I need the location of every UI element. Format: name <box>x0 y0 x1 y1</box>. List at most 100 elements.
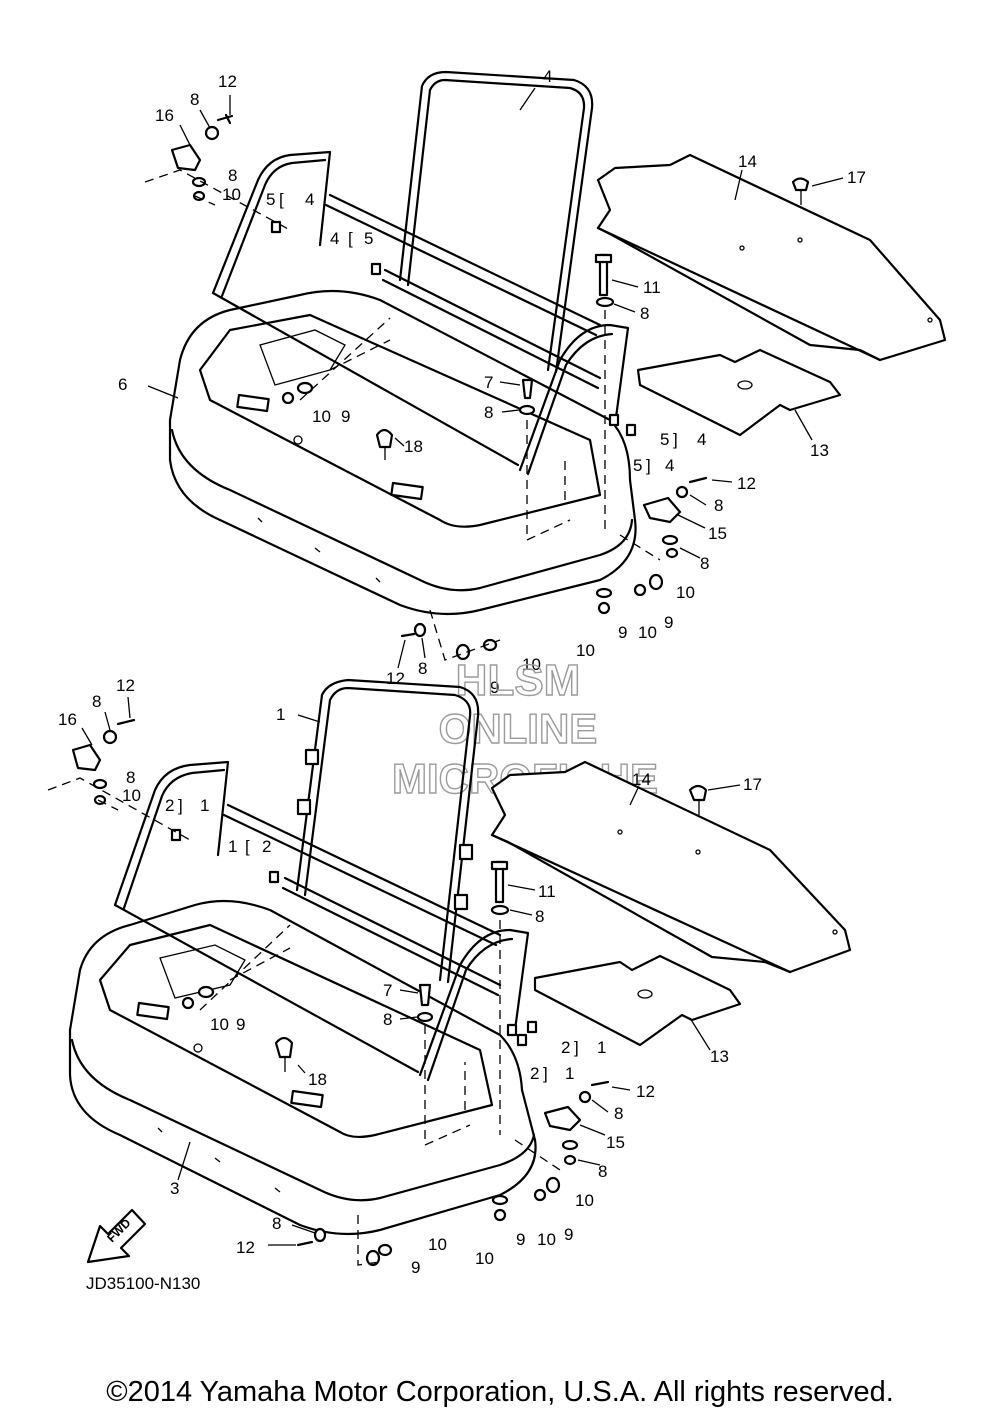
bracket: ] <box>673 430 678 449</box>
callout-10: 10 <box>522 655 541 674</box>
bracket: [ <box>348 229 353 248</box>
callout-11: 11 <box>538 882 556 901</box>
callout-4: 4 <box>305 190 314 209</box>
callout-4: 4 <box>330 229 339 248</box>
callout-2: 2 <box>262 837 271 856</box>
callout-9: 9 <box>564 1225 573 1244</box>
callout-10: 10 <box>222 185 241 204</box>
callout-12: 12 <box>116 676 135 695</box>
callout-9: 9 <box>411 1258 420 1277</box>
callout-4: 4 <box>665 456 674 475</box>
callout-15: 15 <box>708 524 727 543</box>
copyright-notice: ©2014 Yamaha Motor Corporation, U.S.A. A… <box>106 1376 894 1408</box>
callout-9: 9 <box>664 613 673 632</box>
callout-14: 14 <box>738 152 757 171</box>
callout-labels-lower: 8 12 16 1 8 10 2 ] 1 1 [ 2 14 17 11 8 7 … <box>58 676 762 1277</box>
callout-1: 1 <box>565 1064 574 1083</box>
callout-15: 15 <box>606 1133 625 1152</box>
callout-labels-upper: 16 8 12 8 10 4 5 [ 4 4 [ 5 14 17 11 8 6 … <box>118 67 866 697</box>
callout-10: 10 <box>122 786 141 805</box>
callout-18: 18 <box>404 437 423 456</box>
callout-8: 8 <box>484 403 493 422</box>
callout-8: 8 <box>614 1104 623 1123</box>
callout-9: 9 <box>236 1015 245 1034</box>
fasteners-lower <box>71 718 708 1267</box>
callout-2: 2 <box>530 1064 539 1083</box>
callout-10: 10 <box>638 623 657 642</box>
floor-panel-upper <box>636 348 842 437</box>
callout-8: 8 <box>700 554 709 573</box>
callout-10: 10 <box>575 1191 594 1210</box>
watermark-line-1: HLSM <box>456 656 581 705</box>
callout-13: 13 <box>810 441 829 460</box>
callout-8: 8 <box>272 1214 281 1233</box>
callout-4: 4 <box>543 67 552 86</box>
callout-9: 9 <box>341 407 350 426</box>
callout-10: 10 <box>537 1230 556 1249</box>
callout-2: 2 <box>165 796 174 815</box>
callout-8: 8 <box>92 692 101 711</box>
seat-panel-upper <box>596 153 947 362</box>
callout-16: 16 <box>58 710 77 729</box>
callout-5: 5 <box>633 456 642 475</box>
callout-8: 8 <box>598 1162 607 1181</box>
callout-1: 1 <box>228 837 237 856</box>
callout-4: 4 <box>697 430 706 449</box>
callout-8: 8 <box>714 496 723 515</box>
callout-12: 12 <box>218 72 237 91</box>
callout-13: 13 <box>710 1047 729 1066</box>
watermark-line-2: ONLINE <box>439 705 598 752</box>
callout-12: 12 <box>386 669 405 688</box>
callout-1: 1 <box>200 796 209 815</box>
cargo-bed-tub-lower <box>68 899 537 1236</box>
rear-guard-rail-lower <box>113 678 530 1082</box>
bracket: ] <box>543 1064 548 1083</box>
fasteners-upper <box>170 113 810 661</box>
callout-11: 11 <box>643 278 661 297</box>
seat-panel-lower <box>490 760 852 974</box>
bracket: ] <box>646 456 651 475</box>
callout-5: 5 <box>266 190 275 209</box>
callout-10: 10 <box>210 1015 229 1034</box>
callout-9: 9 <box>490 678 499 697</box>
callout-8: 8 <box>640 304 649 323</box>
lower-assembly: FWD <box>47 676 852 1293</box>
rear-guard-rail-upper <box>211 70 630 476</box>
callout-10: 10 <box>676 583 695 602</box>
callout-9: 9 <box>516 1230 525 1249</box>
callout-12: 12 <box>236 1238 255 1257</box>
callout-17: 17 <box>743 775 762 794</box>
bracket: ] <box>574 1038 579 1057</box>
bracket: [ <box>279 190 284 209</box>
callout-8: 8 <box>418 659 427 678</box>
callout-8: 8 <box>535 907 544 926</box>
callout-8: 8 <box>383 1010 392 1029</box>
callout-10: 10 <box>576 641 595 660</box>
callout-6: 6 <box>118 375 127 394</box>
callout-1: 1 <box>276 705 285 724</box>
callout-leaders-upper <box>147 87 844 669</box>
callout-12: 12 <box>737 474 756 493</box>
fwd-arrow: FWD <box>86 1208 147 1264</box>
callout-leaders-lower <box>81 696 741 1246</box>
callout-8: 8 <box>190 90 199 109</box>
upper-assembly: 16 8 12 8 10 4 5 [ 4 4 [ 5 14 17 11 8 6 … <box>118 67 947 697</box>
leader-lines-upper <box>144 169 661 661</box>
floor-panel-lower <box>533 954 742 1047</box>
callout-9: 9 <box>618 623 627 642</box>
callout-2: 2 <box>561 1038 570 1057</box>
diagram-code: JD35100-N130 <box>86 1274 200 1293</box>
callout-3: 3 <box>170 1179 179 1198</box>
bracket: ] <box>178 796 183 815</box>
callout-17: 17 <box>847 168 866 187</box>
callout-1: 1 <box>597 1038 606 1057</box>
callout-5: 5 <box>660 430 669 449</box>
callout-10: 10 <box>312 407 331 426</box>
callout-8: 8 <box>228 166 237 185</box>
callout-16: 16 <box>155 106 174 125</box>
callout-18: 18 <box>308 1070 327 1089</box>
callout-7: 7 <box>484 373 493 392</box>
callout-12: 12 <box>636 1082 655 1101</box>
bracket: [ <box>245 837 250 856</box>
